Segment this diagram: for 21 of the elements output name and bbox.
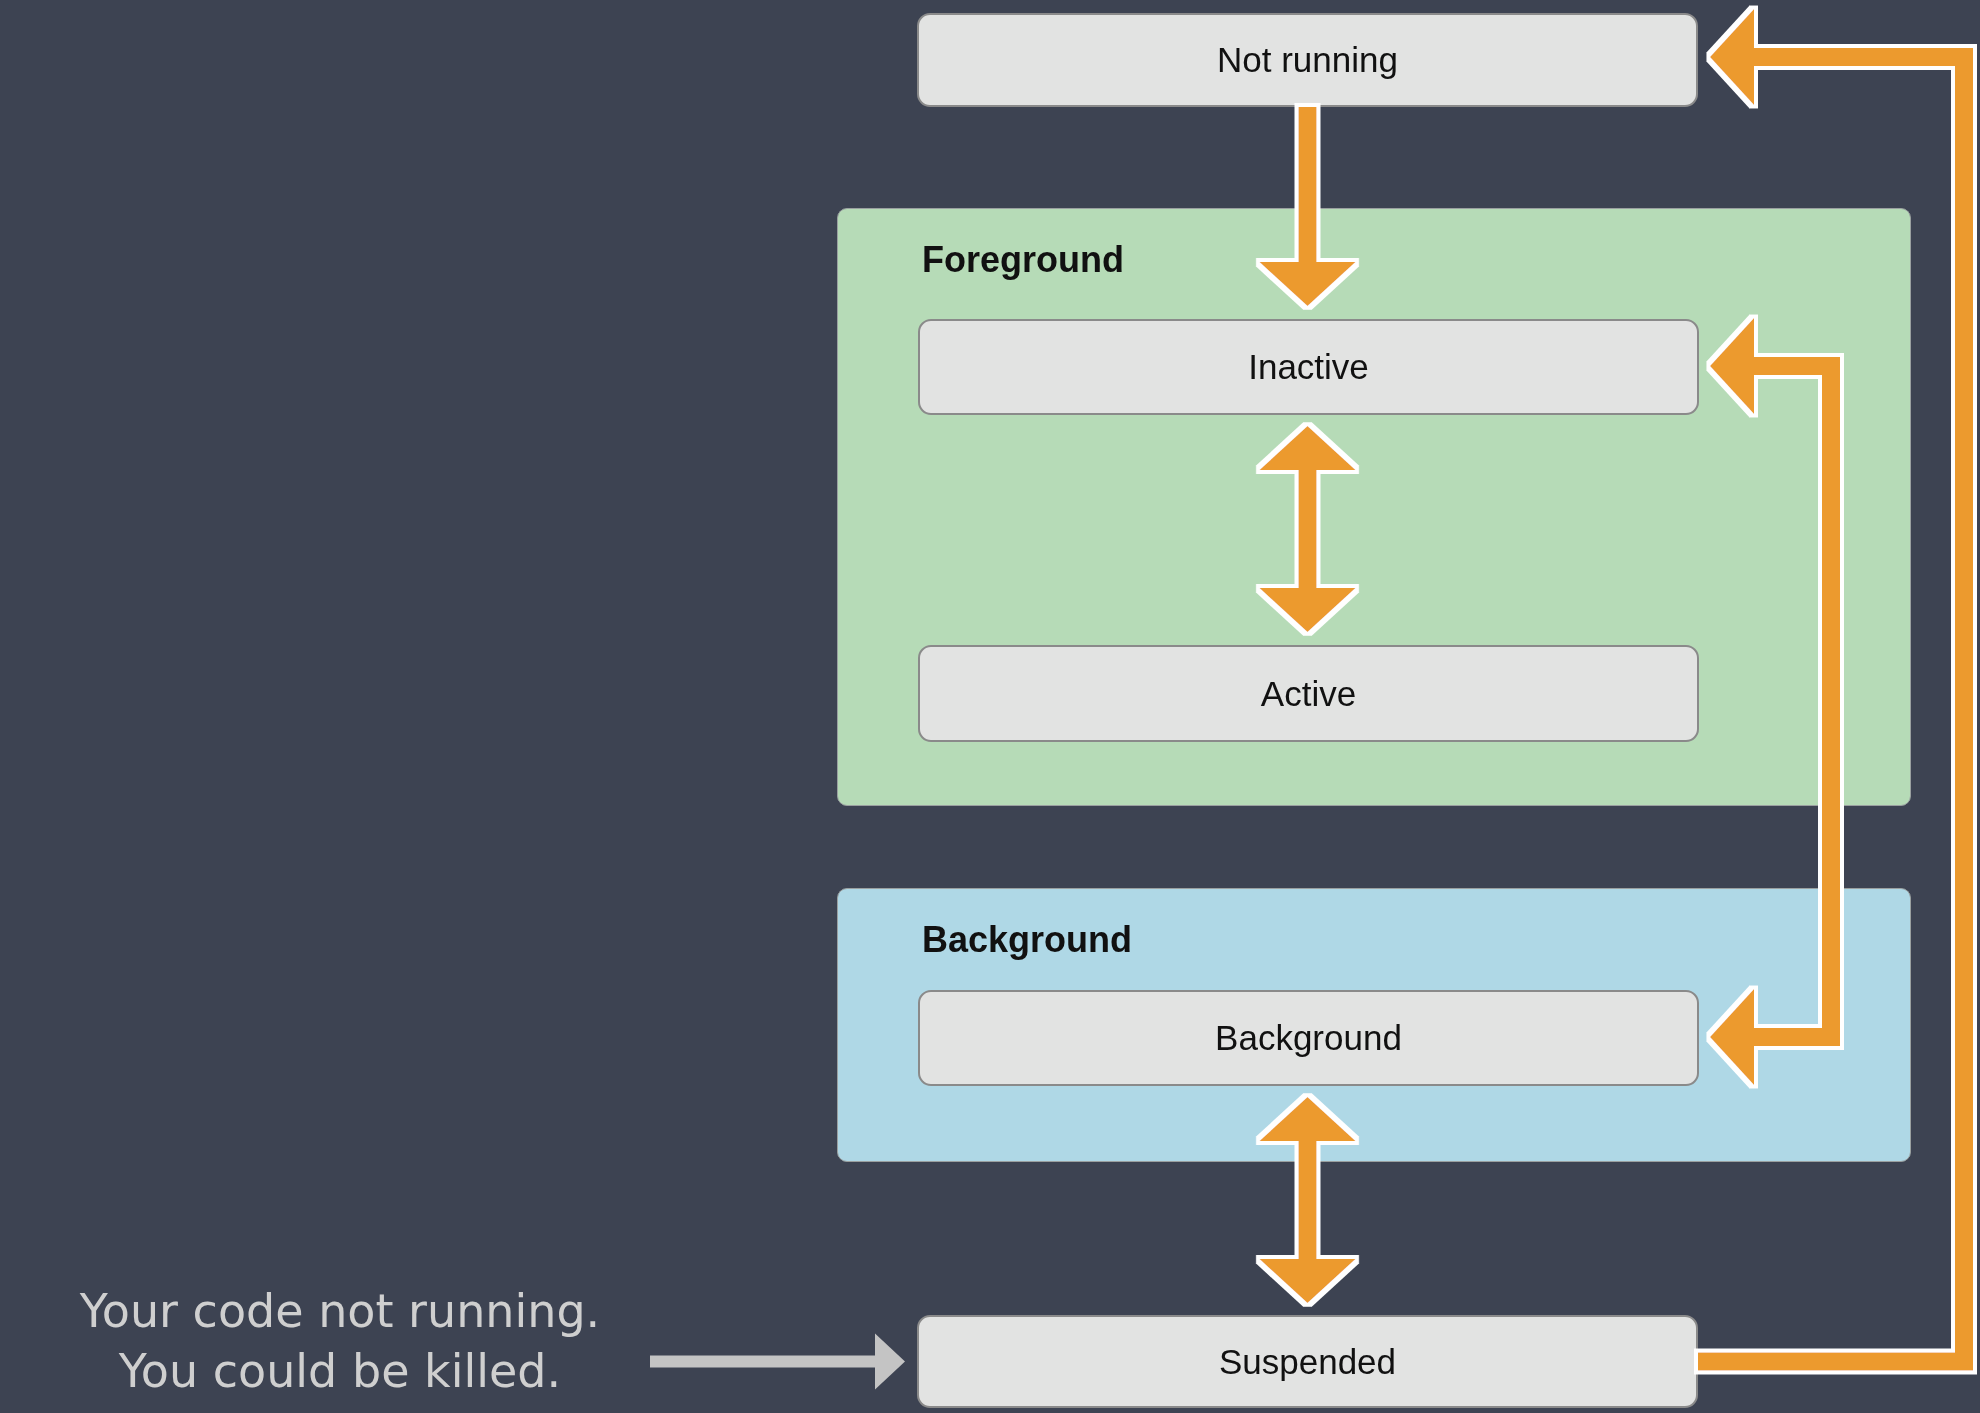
arrow: [1259, 426, 1356, 632]
state-box: [918, 990, 1699, 1086]
arrow: [1259, 1097, 1356, 1303]
group-panel: [837, 208, 1911, 806]
state-label: Active: [1260, 673, 1357, 714]
group-title: Background: [922, 919, 1133, 961]
state-label: Inactive: [1248, 347, 1369, 387]
arrow: [650, 1333, 905, 1390]
arrow: [1710, 318, 1840, 1085]
state-box: [918, 319, 1699, 415]
state-box: [917, 1315, 1698, 1408]
group-panel: [837, 888, 1911, 1162]
state-label: Suspended: [1218, 1341, 1397, 1382]
state-box: [918, 645, 1699, 742]
arrow: [1259, 107, 1356, 306]
state-box: [917, 13, 1698, 107]
group-title: Foreground: [922, 239, 1124, 281]
note-text: Your code not running. You could be killed.: [78, 1282, 602, 1400]
state-label: Not running: [1217, 40, 1398, 80]
state-label: Background: [1215, 1018, 1402, 1058]
arrow: [1698, 9, 1973, 1371]
